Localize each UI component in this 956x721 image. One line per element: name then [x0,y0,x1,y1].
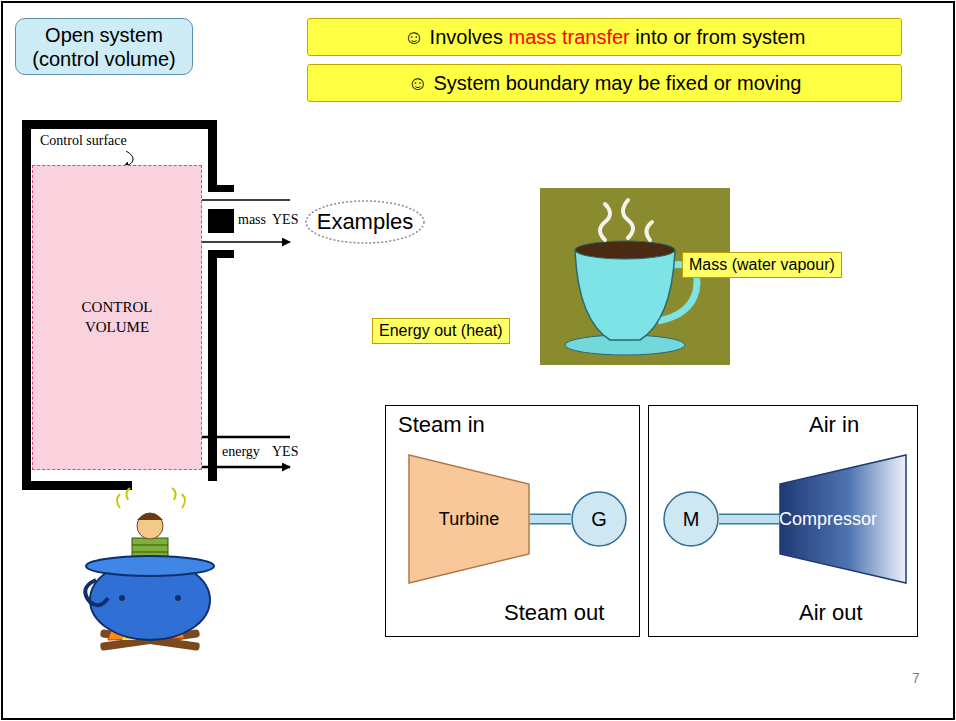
flow-label: mass [238,212,266,228]
node-text: Compressor [779,509,877,530]
node-text: Mass (water vapour) [689,256,835,274]
control-surface-label: Control surface [40,133,127,149]
note-box: ☺ System boundary may be fixed or moving [307,64,902,102]
shaft-fill [530,515,571,523]
node-text: Air out [799,600,863,626]
shaft-outline [719,514,779,525]
node-text: Air in [809,412,859,438]
pot-illustration [85,488,214,651]
control-volume: CONTROL VOLUME [32,165,202,470]
node-text: Steam in [398,412,485,438]
node-text: Examples [317,209,414,235]
title-box: Open system (control volume) [15,18,193,75]
node-text: Energy out (heat) [379,322,503,340]
node-text: ☺ System boundary may be fixed or moving [408,72,802,95]
node-text: Steam out [504,600,604,626]
flow-label: YES [272,444,298,460]
node-text: M [683,508,700,531]
examples-ellipse: Examples [305,200,425,244]
shaft-fill [719,515,779,523]
turbine-shape: Turbine [408,454,530,584]
page-number: 7 [912,670,920,686]
compressor-shape: Compressor [779,454,907,584]
node-text: Turbine [439,509,499,530]
callout-box: Mass (water vapour) [682,252,842,278]
node-text: ☺ Involves [404,26,503,49]
motor-circle: M [663,491,719,547]
node-text: Open system (control volume) [22,23,186,71]
shaft-connector [719,519,779,520]
shaft-connector [530,519,571,520]
generator-circle: G [571,491,627,547]
flow-label: YES [272,212,298,228]
node-text: CONTROL VOLUME [72,298,162,337]
callout-box: Energy out (heat) [372,318,510,344]
system-walls [22,120,234,490]
node-text: G [591,508,607,531]
example-panel: Steam in Steam out Turbine G [385,405,640,637]
node-text: into or from system [635,26,805,49]
flow-label: energy [222,444,260,460]
note-box: ☺ Involves mass transferinto or from syst… [307,18,902,56]
node-text: mass transfer [509,26,630,49]
shaft-outline [530,514,571,525]
example-panel: Air in Air out M Compressor [648,405,918,637]
